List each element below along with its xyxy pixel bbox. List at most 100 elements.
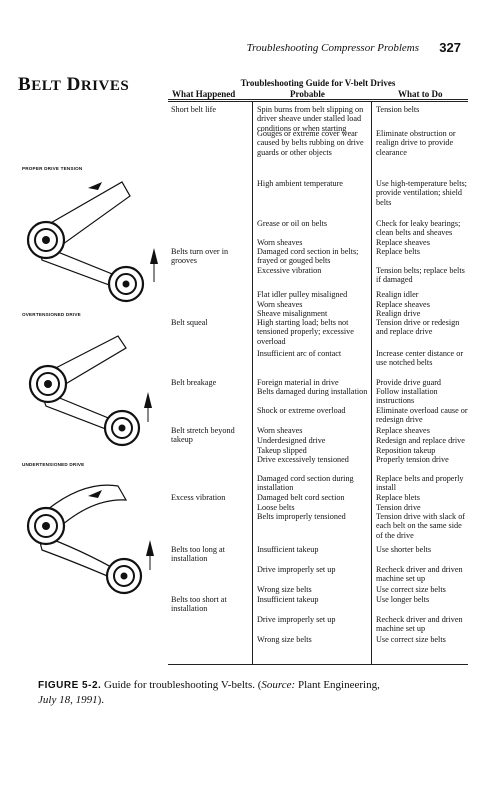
row-what-to-do: Replace belts and properly install bbox=[376, 474, 464, 493]
rotation-arrow bbox=[88, 182, 102, 190]
section-title-initial-1: B bbox=[18, 74, 32, 95]
row-what-happened: Belt squeal bbox=[171, 318, 208, 327]
row-probable: Shock or extreme overload bbox=[257, 406, 346, 415]
caption-source: Plant Engineering, bbox=[295, 679, 380, 691]
figure-label-overtensioned: OVERTENSIONED DRIVE bbox=[22, 312, 81, 317]
sheave-hub bbox=[42, 236, 50, 244]
row-what-happened: Belt breakage bbox=[171, 378, 217, 387]
row-what-to-do: Increase center distance or use notched … bbox=[376, 349, 464, 368]
sheave-groove bbox=[34, 514, 58, 538]
section-title-rest-1: ELT bbox=[31, 78, 62, 94]
guide-title: Troubleshooting Guide for V-belt Drives bbox=[240, 78, 396, 88]
row-what-to-do: Replace blets bbox=[376, 493, 420, 502]
running-head-title: Troubleshooting Compressor Problems bbox=[246, 42, 419, 54]
row-what-to-do: Eliminate obstruction or realign drive t… bbox=[376, 129, 456, 157]
column-header-what-to-do: What to Do bbox=[398, 89, 443, 99]
row-what-to-do: Properly tension drive bbox=[376, 455, 449, 464]
figure-label-proper: PROPER DRIVE TENSION bbox=[22, 166, 83, 171]
row-probable: Wrong size belts bbox=[257, 635, 312, 644]
sheave-hub bbox=[42, 522, 50, 530]
row-what-happened: Belts too long at installation bbox=[171, 545, 225, 564]
overtensioned-drive-illustration bbox=[28, 335, 152, 447]
row-probable: High starting load; belts not tensioned … bbox=[257, 318, 354, 346]
row-probable: Worn sheaves bbox=[257, 300, 303, 309]
row-probable: High ambient temperature bbox=[257, 179, 343, 188]
table-rule-bottom bbox=[168, 664, 468, 665]
rotation-arrow bbox=[88, 490, 102, 498]
row-what-to-do: Replace sheaves bbox=[376, 300, 430, 309]
row-probable: Excessive vibration bbox=[257, 266, 322, 275]
row-probable: Drive improperly set up bbox=[257, 615, 336, 624]
row-what-to-do: Realign drive bbox=[376, 309, 421, 318]
row-probable: Loose belts bbox=[257, 503, 295, 512]
row-probable: Drive improperly set up bbox=[257, 565, 336, 574]
row-what-to-do: Tension belts bbox=[376, 105, 420, 114]
proper-drive-illustration bbox=[26, 181, 158, 303]
caption-text: Guide for troubleshooting V-belts. ( bbox=[101, 679, 262, 691]
section-title-rest-2: RIVES bbox=[80, 78, 130, 94]
row-what-happened: Belts too short at installation bbox=[171, 595, 227, 614]
column-header-probable: Probable bbox=[290, 89, 325, 99]
row-probable: Takeup slipped bbox=[257, 446, 307, 455]
row-probable: Drive excessively tensioned bbox=[257, 455, 349, 464]
row-probable: Worn sheaves bbox=[257, 426, 303, 435]
caption-date: July 18, 1991 bbox=[38, 694, 98, 706]
row-probable: Damaged belt cord section bbox=[257, 493, 345, 502]
sheave-groove bbox=[36, 372, 60, 396]
page-number: 327 bbox=[439, 40, 461, 55]
row-what-to-do: Tension drive bbox=[376, 503, 421, 512]
row-probable: Belts improperly tensioned bbox=[257, 512, 346, 521]
row-what-to-do: Recheck driver and driven machine set up bbox=[376, 565, 463, 584]
row-probable: Gouges or extreme cover wear caused by b… bbox=[257, 129, 364, 157]
row-probable: Foreign material in drive bbox=[257, 378, 339, 387]
row-probable: Insufficient takeup bbox=[257, 595, 319, 604]
row-probable: Sheave misalignment bbox=[257, 309, 328, 318]
row-probable: Wrong size belts bbox=[257, 585, 312, 594]
row-what-to-do: Follow installation instructions bbox=[376, 387, 438, 406]
sheave-groove bbox=[115, 273, 137, 295]
row-probable: Belts damaged during installation bbox=[257, 387, 368, 396]
table-column-divider bbox=[371, 102, 372, 665]
row-what-to-do: Use longer belts bbox=[376, 595, 430, 604]
row-what-to-do: Replace belts bbox=[376, 247, 420, 256]
row-what-happened: Belt stretch beyond takeup bbox=[171, 426, 235, 445]
row-what-to-do: Tension drive or redesign and replace dr… bbox=[376, 318, 460, 337]
row-what-to-do: Redesign and replace drive bbox=[376, 436, 465, 445]
section-title: BELT DRIVES bbox=[18, 74, 129, 96]
row-what-to-do: Use correct size belts bbox=[376, 635, 446, 644]
row-probable: Insufficient arc of contact bbox=[257, 349, 342, 358]
row-what-to-do: Recheck driver and driven machine set up bbox=[376, 615, 463, 634]
row-probable: Worn sheaves bbox=[257, 238, 303, 247]
rotation-arrow bbox=[144, 392, 152, 408]
table-column-divider bbox=[252, 102, 253, 665]
rotation-arrow bbox=[150, 248, 158, 264]
figure-caption: FIGURE 5-2. Guide for troubleshooting V-… bbox=[38, 678, 458, 707]
row-what-to-do: Use high-temperature belts; provide vent… bbox=[376, 179, 467, 207]
row-what-to-do: Tension drive with slack of each belt on… bbox=[376, 512, 466, 540]
rotation-arrow bbox=[146, 540, 154, 556]
row-what-to-do: Reposition takeup bbox=[376, 446, 436, 455]
section-title-initial-2: D bbox=[66, 74, 81, 95]
figure-number: FIGURE 5-2. bbox=[38, 680, 102, 691]
row-probable: Underdesigned drive bbox=[257, 436, 326, 445]
row-what-to-do: Replace sheaves bbox=[376, 238, 430, 247]
row-what-to-do: Use shorter belts bbox=[376, 545, 432, 554]
row-probable: Damaged cord section during installation bbox=[257, 474, 354, 493]
row-probable: Spin burns from belt slipping on driver … bbox=[257, 105, 364, 133]
sheave-hub bbox=[122, 280, 130, 288]
row-what-to-do: Eliminate overload cause or redesign dri… bbox=[376, 406, 468, 425]
undertensioned-drive-illustration bbox=[26, 484, 154, 595]
sheave-hub bbox=[118, 424, 126, 432]
caption-source-label: Source: bbox=[261, 679, 296, 691]
table-rule-header bbox=[168, 101, 468, 102]
row-what-to-do: Check for leaky bearings; clean belts an… bbox=[376, 219, 461, 238]
row-probable: Grease or oil on belts bbox=[257, 219, 328, 228]
table-rule-top bbox=[168, 99, 468, 100]
sheave-groove bbox=[111, 417, 133, 439]
figure-label-undertensioned: UNDERTENSIONED DRIVE bbox=[22, 462, 85, 467]
row-what-happened: Excess vibration bbox=[171, 493, 226, 502]
sheave-groove bbox=[34, 228, 58, 252]
row-what-to-do: Tension belts; replace belts if damaged bbox=[376, 266, 465, 285]
row-what-happened: Short belt life bbox=[171, 105, 217, 114]
sheave-hub bbox=[120, 572, 128, 580]
